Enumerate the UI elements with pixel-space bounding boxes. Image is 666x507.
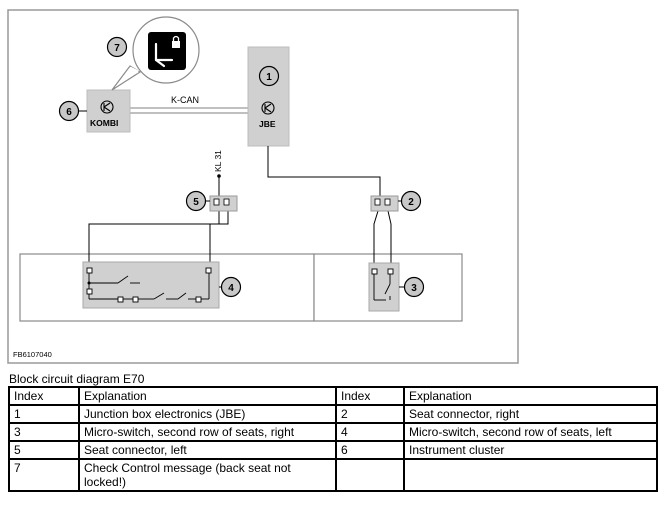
cell-index: 6 xyxy=(335,440,405,460)
svg-text:3: 3 xyxy=(411,283,417,294)
callout-7: 7 xyxy=(106,36,128,58)
callout-3: 3 xyxy=(399,276,425,298)
jbe-module xyxy=(247,46,290,147)
table-row: 5 Seat connector, left 6 Instrument clus… xyxy=(8,440,658,460)
cell-index: 5 xyxy=(8,440,80,460)
cell-explanation: Junction box electronics (JBE) xyxy=(78,404,337,424)
legend-header-row: Index Explanation Index Explanation xyxy=(8,386,658,406)
cell-index xyxy=(335,458,405,492)
kl31-label: KL 31 xyxy=(213,150,223,172)
seat-lock-icon xyxy=(154,35,180,68)
jbe-transistor-icon xyxy=(261,101,275,115)
svg-text:4: 4 xyxy=(228,283,234,294)
jbe-label: JBE xyxy=(259,119,276,129)
header-index: Index xyxy=(8,386,80,406)
micro-switch-left xyxy=(82,261,220,309)
callout-2: 2 xyxy=(398,190,422,212)
header-explanation: Explanation xyxy=(403,386,658,406)
cell-index: 1 xyxy=(8,404,80,424)
cell-explanation: Check Control message (back seat not loc… xyxy=(78,458,337,492)
seat-connector-left xyxy=(209,195,238,212)
k-can-label: K-CAN xyxy=(171,95,199,105)
table-row: 7 Check Control message (back seat not l… xyxy=(8,458,658,492)
cell-explanation: Seat connector, left xyxy=(78,440,337,460)
diagram-caption: Block circuit diagram E70 xyxy=(9,372,145,386)
figure-code: FB6107040 xyxy=(13,350,52,359)
table-row: 3 Micro-switch, second row of seats, rig… xyxy=(8,422,658,442)
callout-6: 6 xyxy=(58,100,87,122)
cell-explanation: Seat connector, right xyxy=(403,404,658,424)
cell-explanation: Instrument cluster xyxy=(403,440,658,460)
wiring xyxy=(88,146,392,269)
svg-text:5: 5 xyxy=(193,197,199,208)
k-can-bus xyxy=(130,107,248,114)
cell-index: 2 xyxy=(335,404,405,424)
header-index: Index xyxy=(335,386,405,406)
cell-explanation xyxy=(403,458,658,492)
cell-index: 7 xyxy=(8,458,80,492)
kombi-label: KOMBI xyxy=(90,118,118,128)
cell-explanation: Micro-switch, second row of seats, right xyxy=(78,422,337,442)
kl31-terminal-icon xyxy=(217,174,221,178)
seat-connector-right xyxy=(370,195,399,212)
svg-text:6: 6 xyxy=(66,107,72,118)
header-explanation: Explanation xyxy=(78,386,337,406)
cell-explanation: Micro-switch, second row of seats, left xyxy=(403,422,658,442)
svg-text:1: 1 xyxy=(266,72,272,83)
cell-index: 3 xyxy=(8,422,80,442)
callout-4: 4 xyxy=(219,276,242,298)
block-circuit-diagram: K-CAN JBE KOMBI KL 31 xyxy=(7,9,519,364)
kombi-module xyxy=(86,89,131,133)
svg-text:2: 2 xyxy=(408,197,414,208)
callout-5: 5 xyxy=(185,190,210,212)
cell-index: 4 xyxy=(335,422,405,442)
legend-table: Index Explanation Index Explanation 1 Ju… xyxy=(8,386,658,492)
svg-text:7: 7 xyxy=(114,43,120,54)
table-row: 1 Junction box electronics (JBE) 2 Seat … xyxy=(8,404,658,424)
micro-switch-right xyxy=(368,262,400,312)
kombi-transistor-icon xyxy=(100,100,114,114)
callout-1: 1 xyxy=(258,65,280,87)
